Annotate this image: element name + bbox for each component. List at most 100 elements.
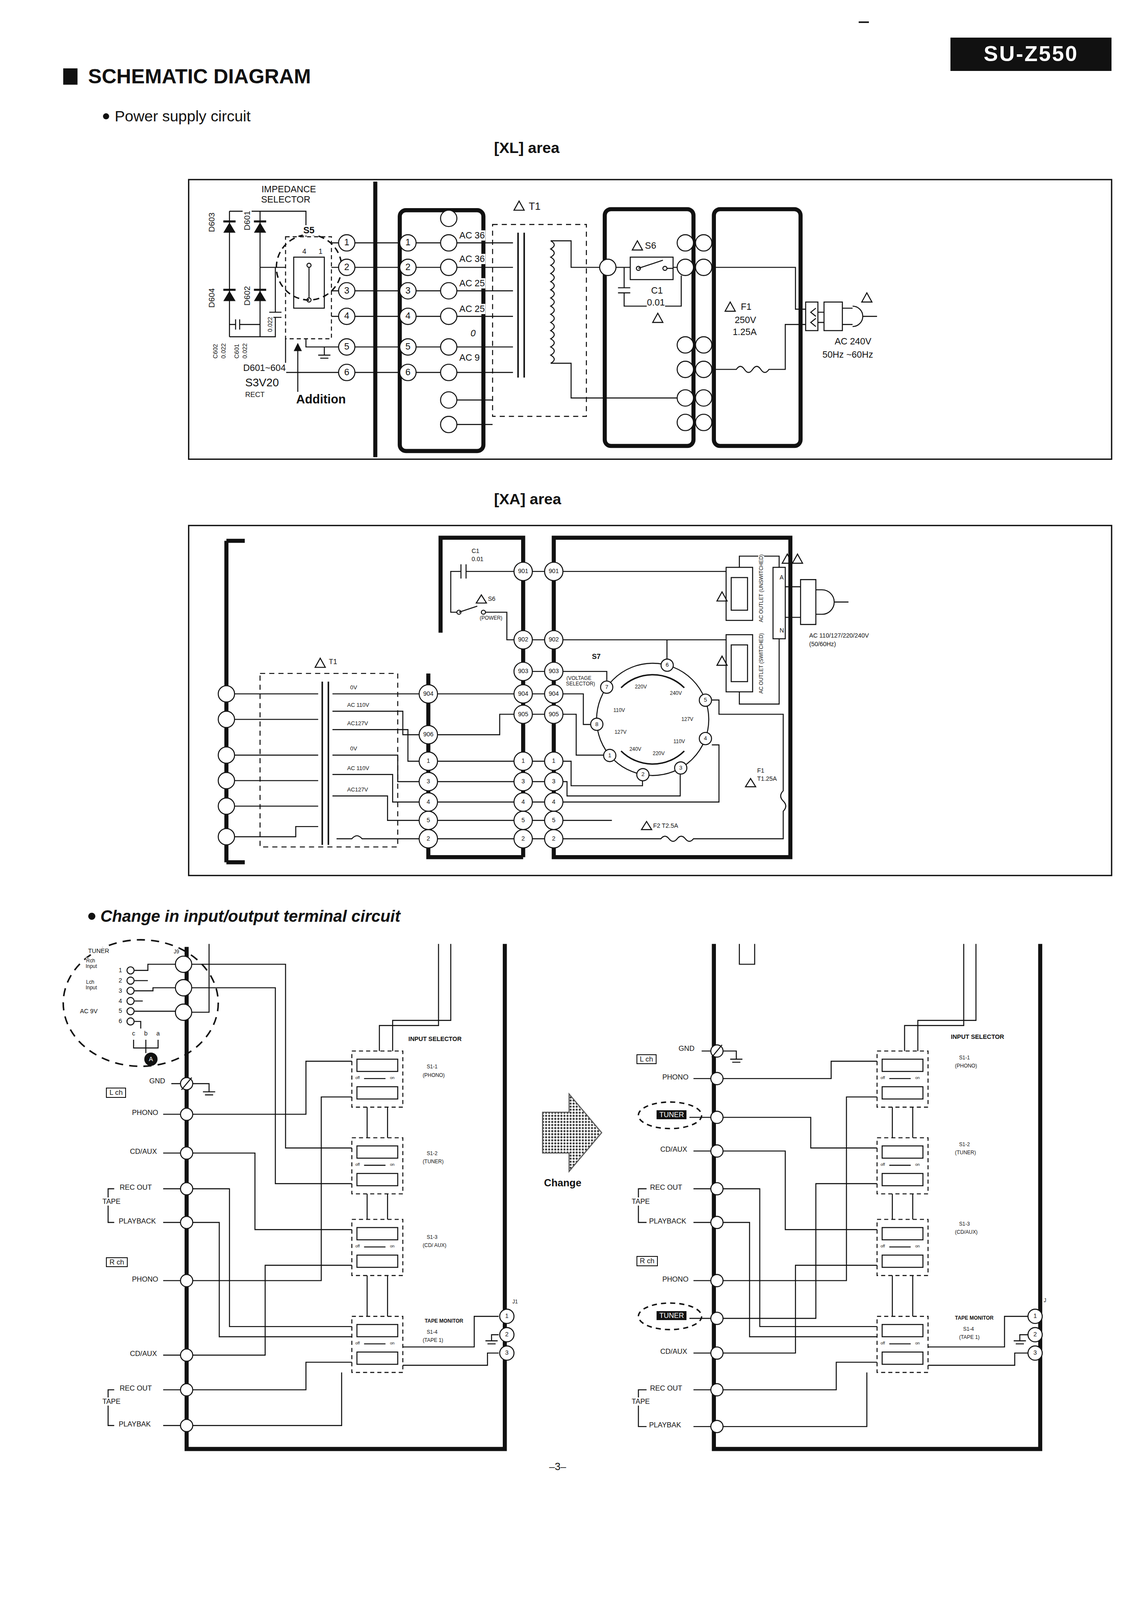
- schematic-label: off: [354, 1243, 361, 1248]
- label-slot: F1: [740, 302, 752, 313]
- schematic-label: (CD/AUX): [954, 1228, 979, 1235]
- label-slot: 6: [404, 367, 411, 378]
- xl-power-circuit-part: [693, 242, 696, 423]
- input-terminal-wiring-part: [882, 1254, 923, 1267]
- label-slot: (50/60Hz): [808, 640, 837, 648]
- label-slot: 0V: [349, 745, 358, 752]
- label-slot: TUNER: [87, 947, 110, 955]
- schematic-label: 5: [404, 341, 411, 352]
- input-terminal-wiring-part: [876, 1315, 928, 1372]
- schematic-label: Addition: [295, 392, 347, 406]
- label-slot: 2: [551, 835, 556, 842]
- xa-power-circuit-part: [544, 704, 564, 724]
- xl-power-circuit-part: [399, 258, 417, 276]
- schematic-label: 2: [426, 834, 431, 842]
- schematic-label: –3–: [548, 1460, 567, 1472]
- box-text: TUNER: [659, 1310, 684, 1320]
- label-slot: on: [389, 1243, 396, 1249]
- xl-power-circuit-part: [630, 257, 673, 280]
- schematic-label: D601~604: [242, 362, 287, 373]
- label-slot: (VOLTAGE SELECTOR): [566, 675, 601, 687]
- label-slot: (POWER): [479, 615, 503, 621]
- xa-power-circuit-part: [476, 594, 487, 603]
- label-slot: 0.022: [266, 316, 274, 333]
- label-slot: F2 T2.5A: [652, 822, 679, 830]
- label-slot: 240V: [669, 690, 683, 696]
- channel-box: R ch: [105, 1256, 128, 1267]
- schematic-label: AC127V: [346, 719, 369, 727]
- schematic-label: (VOLTAGE SELECTOR): [566, 674, 596, 687]
- label-slot: SCHEMATIC DIAGRAM: [87, 65, 312, 88]
- schematic-label: 220V: [652, 750, 666, 757]
- xa-power-circuit-part: [544, 684, 564, 703]
- input-terminal-wiring-part: [542, 1093, 602, 1171]
- label-slot: 5: [551, 816, 556, 824]
- xa-power-circuit-part: [603, 749, 616, 762]
- label-slot: 6: [343, 367, 350, 378]
- xa-power-circuit-part: [596, 662, 710, 776]
- input-terminal-wiring-part: [710, 1044, 1043, 1432]
- schematic-label: 1: [426, 756, 431, 764]
- label-slot: off: [879, 1340, 886, 1346]
- input-terminal-wiring-part: [175, 979, 192, 996]
- input-terminal-wiring-part: [1027, 1326, 1042, 1341]
- label-slot: 905: [517, 710, 529, 718]
- input-terminal-wiring-part: [126, 976, 135, 984]
- schematic-label: 904: [548, 689, 560, 697]
- label-slot: 5: [426, 816, 431, 824]
- xl-power-circuit-part: [440, 282, 457, 299]
- schematic-label: 2: [1032, 1330, 1038, 1338]
- label-slot: AC OUTLET (UNSWITCHED): [758, 553, 765, 623]
- xa-power-circuit-part: [419, 725, 438, 744]
- schematic-label: 3: [1032, 1348, 1038, 1356]
- label-slot: on: [914, 1243, 921, 1249]
- input-terminal-wiring-part: [882, 1226, 923, 1240]
- schematic-label: RECT: [244, 390, 265, 399]
- xa-power-circuit-part: [188, 525, 1112, 876]
- xa-power-circuit-part: [513, 810, 533, 830]
- schematic-label: C1: [471, 547, 480, 555]
- label-slot: T1.25A: [756, 775, 778, 783]
- label-slot: on: [914, 1340, 921, 1346]
- label-slot: CD/AUX: [659, 1347, 688, 1355]
- label-slot: PHONO: [661, 1275, 689, 1283]
- input-terminal-wiring-part: [638, 1101, 702, 1129]
- input-terminal-wiring-part: [126, 1007, 135, 1015]
- schematic-label: J1: [511, 1298, 519, 1305]
- box-text: R ch: [109, 1257, 124, 1266]
- label-slot: 110V: [612, 707, 626, 713]
- label-slot: 903: [548, 667, 560, 675]
- input-terminal-wiring-part: [499, 1345, 514, 1360]
- channel-box: TUNER: [656, 1109, 687, 1119]
- label-slot: D601: [242, 210, 252, 231]
- xl-power-circuit-part: [677, 258, 694, 276]
- input-terminal-wiring-part: [889, 1342, 911, 1344]
- schematic-label: 8: [594, 720, 599, 728]
- input-terminal-wiring-part: [882, 1058, 923, 1071]
- schematic-label: TAPE: [631, 1196, 651, 1206]
- xa-power-circuit-part: [785, 586, 849, 618]
- label-slot: (PHONO): [422, 1072, 446, 1078]
- schematic-label: REC OUT: [119, 1182, 153, 1191]
- schematic-label: 0.022: [219, 343, 227, 360]
- schematic-label: 2: [551, 834, 556, 842]
- xl-power-circuit-part: [677, 413, 694, 431]
- schematic-label: TAPE: [631, 1396, 651, 1405]
- xa-power-circuit-part: [674, 761, 687, 775]
- xa-power-circuit-part: [731, 644, 748, 682]
- xl-power-circuit-part: [399, 363, 417, 381]
- input-terminal-wiring-part: [710, 1311, 724, 1325]
- label-slot: 4: [521, 798, 526, 806]
- input-terminal-wiring-part: [882, 1351, 923, 1364]
- input-terminal-wiring-part: [351, 1137, 403, 1194]
- schematic-label: 0.022: [241, 343, 249, 360]
- label-slot: S7: [591, 652, 602, 661]
- xl-power-circuit-part: [662, 266, 668, 271]
- schematic-label: (50/60Hz): [808, 640, 837, 648]
- schematic-label: SCHEMATIC DIAGRAM: [87, 64, 312, 88]
- schematic-label: (PHONO): [954, 1062, 978, 1069]
- input-terminal-wiring-part: [711, 1044, 722, 1057]
- xl-power-circuit-part: [253, 222, 267, 233]
- xl-power-circuit-part: [861, 292, 872, 302]
- xa-power-circuit-part: [428, 537, 791, 857]
